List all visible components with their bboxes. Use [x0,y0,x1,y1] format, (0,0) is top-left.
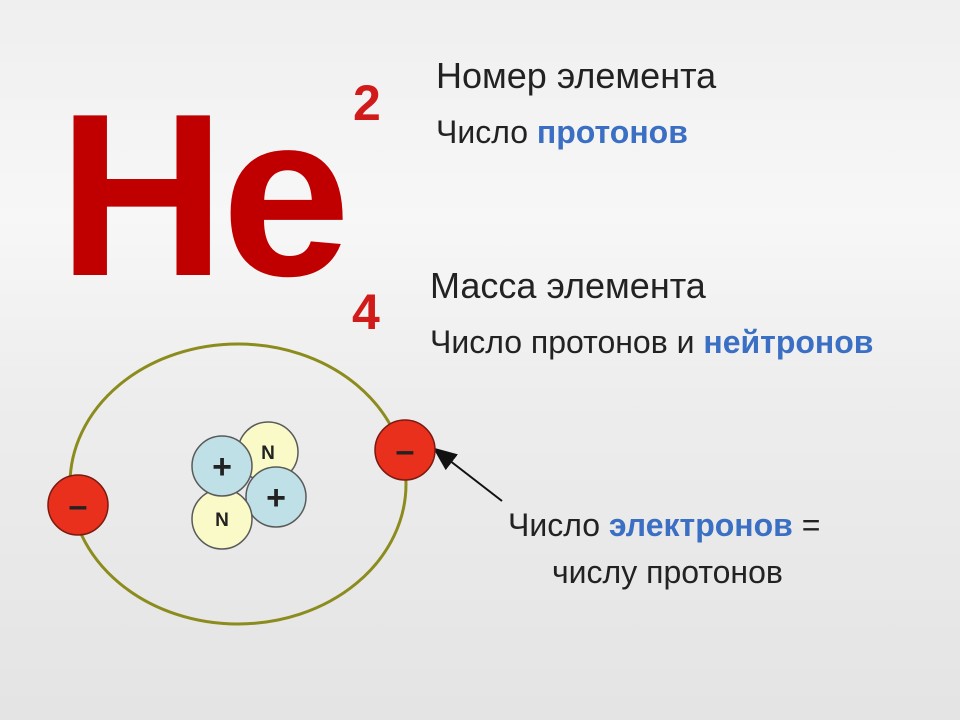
mass-description: Число протонов и нейтронов [430,324,873,360]
mass-desc-plain: Число протонов и [430,324,704,360]
element-symbol: He [58,66,351,325]
mass-number: 4 [352,284,380,340]
electrons-highlight: электронов [608,507,793,543]
neutron-bottom: N [191,488,253,550]
electrons-caption-line2: числу протонов [552,554,783,590]
number-description: Число протонов [436,114,688,150]
electron-right-sign: – [396,432,415,470]
electrons-plain-after: = [792,507,821,543]
electron-left-sign: – [69,487,88,525]
proton-right: + [245,466,307,528]
number-desc-plain: Число [436,114,537,150]
electrons-plain-before: Число [508,507,609,543]
electron-right: – [374,419,436,481]
atomic-number: 2 [353,75,381,131]
electrons-caption-line1: Число электронов = [508,507,820,543]
mass-title: Масса элемента [430,265,706,306]
electron-left: – [47,474,109,536]
mass-desc-highlight: нейтронов [703,324,874,360]
proton-left-sign: + [212,448,232,486]
pointer-arrow [432,447,503,502]
proton-left: + [191,435,253,497]
number-desc-highlight: протонов [536,114,688,150]
proton-right-sign: + [266,479,286,517]
neutron-top-label: N [261,443,275,464]
neutron-bottom-label: N [215,510,229,531]
number-title: Номер элемента [436,55,717,96]
